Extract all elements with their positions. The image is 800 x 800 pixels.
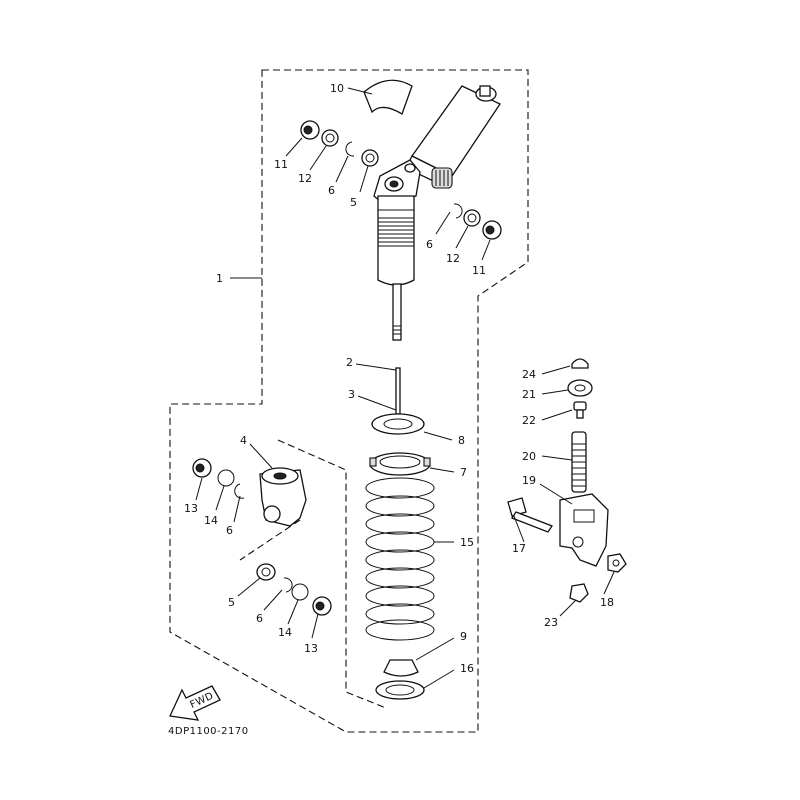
callout-15: 15 [460,536,474,549]
part-9-bump-stop [383,659,419,677]
callout-1: 1 [216,272,223,285]
callout-6a: 6 [328,184,335,197]
part-15-coil-spring [365,477,435,641]
callout-6b: 6 [426,238,433,251]
part-19-link-bracket [559,493,609,567]
callout-6d: 6 [256,612,263,625]
callout-23: 23 [544,616,558,629]
callout-labels: 1 2 3 4 5 5 6 6 6 6 7 8 9 10 11 11 12 12… [184,82,614,675]
part-23-nut [569,583,589,603]
part-16-spring-guide [375,680,425,700]
callout-9: 9 [460,630,467,643]
callout-12b: 12 [446,252,460,265]
callout-14b: 14 [278,626,292,639]
part-8-spring-seat [371,413,425,435]
callout-10: 10 [330,82,344,95]
fwd-arrow-icon: FWD [169,685,221,721]
part-20-adjuster-bolt [571,431,587,493]
part-22-bolt [573,401,587,419]
shock-absorber-body [373,85,501,341]
callout-11a: 11 [274,158,288,171]
drawing-code: 4DP1100-2170 [168,726,249,737]
part-7-adjuster-ring [369,452,431,476]
lower-left-bushings-upper [192,458,245,499]
callout-22: 22 [522,414,536,427]
part-24-cap [571,358,589,369]
callout-3: 3 [348,388,355,401]
assembly-boundary [169,69,529,733]
upper-right-bushings [453,203,502,240]
part-10-label-sheet [363,79,413,115]
callout-21: 21 [522,388,536,401]
callout-14a: 14 [204,514,218,527]
callout-6c: 6 [226,524,233,537]
callout-12a: 12 [298,172,312,185]
part-4-lower-clevis [259,467,307,527]
lower-clevis-bracket [277,439,387,709]
part-2-rod [395,367,401,415]
callout-4: 4 [240,434,247,447]
upper-left-bushings [300,120,379,167]
callout-8: 8 [458,434,465,447]
leader-lines [195,87,615,689]
callout-7: 7 [460,466,467,479]
lower-left-bushings-lower [256,563,332,616]
callout-19: 19 [522,474,536,487]
callout-24: 24 [522,368,536,381]
callout-11b: 11 [472,264,486,277]
part-21-collar [567,379,593,397]
callout-17: 17 [512,542,526,555]
callout-13a: 13 [184,502,198,515]
callout-13b: 13 [304,642,318,655]
part-17-pivot-bolt [507,497,553,533]
callout-5b: 5 [228,596,235,609]
callout-5a: 5 [350,196,357,209]
callout-18: 18 [600,596,614,609]
part-18-nut [607,553,627,573]
callout-20: 20 [522,450,536,463]
callout-16: 16 [460,662,474,675]
callout-2: 2 [346,356,353,369]
